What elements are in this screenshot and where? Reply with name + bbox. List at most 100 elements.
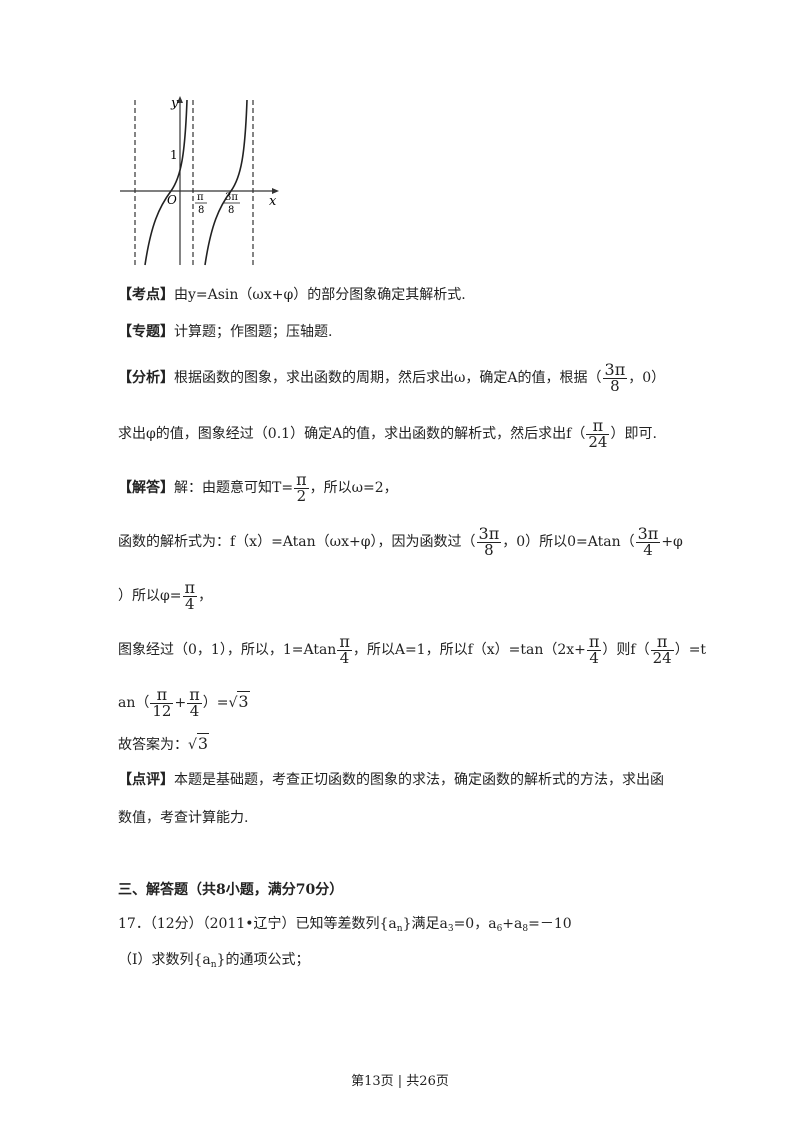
jieda-text-4d: ）=t bbox=[674, 642, 707, 658]
q17-text-d: +a bbox=[502, 916, 523, 932]
question-17: 17．（12分）（2011•辽宁）已知等差数列{an}满足a3=0，a6+a8=… bbox=[118, 914, 572, 939]
kaodian-text: 由y=Asin（ωx+φ）的部分图象确定其解析式. bbox=[174, 287, 466, 303]
y-axis-arrow bbox=[177, 96, 183, 103]
frac-num: π bbox=[296, 470, 307, 489]
frac-den: 4 bbox=[187, 703, 202, 719]
jieda-tag: 【解答】 bbox=[118, 480, 174, 496]
frac-den: 4 bbox=[635, 542, 661, 558]
subscript-n: n bbox=[396, 924, 403, 934]
one-label: 1 bbox=[170, 148, 178, 162]
frac-den: 24 bbox=[586, 433, 610, 451]
pi8-num: π bbox=[197, 192, 204, 203]
frac-den: 8 bbox=[476, 542, 502, 558]
q17-text-a: 17．（12分）（2011•辽宁）已知等差数列{a bbox=[118, 916, 397, 932]
dianping-text-2: 数值，考查计算能力. bbox=[118, 810, 249, 826]
subscript-n: n bbox=[210, 960, 217, 970]
tangent-graph: y 1 O x π 8 3π 8 bbox=[120, 96, 279, 266]
dianping-line-1: 【点评】本题是基础题，考查正切函数的图象的求法，确定函数的解析式的方法，求出函 bbox=[118, 770, 664, 790]
dianping-text-1: 本题是基础题，考查正切函数的图象的求法，确定函数的解析式的方法，求出函 bbox=[174, 772, 664, 788]
frac-num: π bbox=[656, 632, 668, 651]
frac-num: π bbox=[156, 685, 168, 704]
jieda-text-3a: ）所以φ= bbox=[118, 588, 182, 604]
answer-label: 故答案为： bbox=[118, 737, 188, 753]
frac-den: 4 bbox=[182, 596, 198, 612]
jieda-text-2a: 函数的解析式为：f（x）=Atan（ωx+φ），因为函数过（ bbox=[118, 534, 476, 550]
frac-num: 3π bbox=[637, 524, 659, 543]
fenxi-text-2b: ）即可. bbox=[610, 426, 657, 442]
x-axis-arrow bbox=[272, 188, 279, 194]
frac-num: π bbox=[592, 416, 604, 435]
frac-num: π bbox=[588, 632, 600, 651]
question-17-part-1: （Ⅰ）求数列{an}的通项公式； bbox=[118, 950, 310, 975]
jieda-text-1a: 解：由题意可知T= bbox=[174, 480, 294, 496]
threepi8-den: 8 bbox=[228, 205, 234, 216]
dianping-line-2: 数值，考查计算能力. bbox=[118, 808, 248, 828]
jieda-text-4b: ，所以A=1，所以f（x）=tan（2x+ bbox=[352, 642, 586, 658]
frac-num: π bbox=[184, 578, 196, 597]
zhuanti-text: 计算题；作图题；压轴题. bbox=[174, 324, 333, 340]
page-footer: 第13页 | 共26页 bbox=[351, 1074, 449, 1089]
fenxi-text-1a: 根据函数的图象，求出函数的周期，然后求出ω，确定A的值，根据（ bbox=[174, 370, 602, 386]
sqrt-3: √3 bbox=[188, 733, 210, 755]
fenxi-text-1b: ，0） bbox=[628, 370, 666, 386]
subscript-6: 6 bbox=[496, 924, 503, 934]
frac-den: 4 bbox=[337, 650, 352, 666]
radicand: 3 bbox=[237, 691, 250, 711]
q17-text-b: }满足a bbox=[402, 916, 448, 932]
threepi8-num: 3π bbox=[225, 192, 238, 203]
section-heading: 三、解答题（共8小题，满分70分） bbox=[118, 882, 344, 898]
kaodian-line: 【考点】由y=Asin（ωx+φ）的部分图象确定其解析式. bbox=[118, 285, 466, 305]
frac-den: 12 bbox=[150, 702, 174, 720]
fenxi-tag: 【分析】 bbox=[118, 370, 174, 386]
q17-part1-text-a: （Ⅰ）求数列{a bbox=[118, 952, 211, 968]
frac-num: 3π bbox=[478, 524, 500, 543]
zhuanti-line: 【专题】计算题；作图题；压轴题. bbox=[118, 322, 332, 342]
radical-sign: √ bbox=[188, 737, 197, 753]
frac-num: 3π bbox=[604, 360, 626, 379]
dianping-tag: 【点评】 bbox=[118, 772, 174, 788]
radical-sign: √ bbox=[228, 695, 238, 711]
jieda-text-2b: ，0）所以0=Atan（ bbox=[502, 534, 635, 550]
jieda-text-3b: ， bbox=[198, 588, 213, 604]
x-axis-label: x bbox=[269, 194, 277, 209]
origin-label: O bbox=[167, 193, 177, 207]
zhuanti-tag: 【专题】 bbox=[118, 324, 174, 340]
frac-num: π bbox=[189, 685, 200, 704]
frac-den: 24 bbox=[650, 649, 674, 667]
jieda-text-2c: +φ bbox=[661, 534, 683, 550]
jieda-text-5a: an（ bbox=[118, 695, 150, 711]
pi8-den: 8 bbox=[198, 205, 204, 216]
y-axis-label: y bbox=[170, 96, 179, 111]
frac-den: 8 bbox=[602, 378, 628, 394]
jieda-text-5b: ）= bbox=[202, 695, 229, 711]
sqrt-3: √3 bbox=[228, 691, 250, 713]
subscript-8: 8 bbox=[522, 924, 529, 934]
jieda-line-6: 故答案为：√3 bbox=[118, 733, 210, 755]
jieda-text-1b: ，所以ω=2， bbox=[309, 480, 398, 496]
tan-branch-1 bbox=[144, 99, 188, 266]
tan-branch-2 bbox=[204, 99, 248, 266]
jieda-text-4a: 图象经过（0，1），所以，1=Atan bbox=[118, 642, 337, 658]
jieda-text-4c: ）则f（ bbox=[602, 642, 650, 658]
fenxi-text-2a: 求出φ的值，图象经过（0.1）确定A的值，求出函数的解析式，然后求出f（ bbox=[118, 426, 586, 442]
frac-num: π bbox=[339, 632, 350, 651]
subscript-3: 3 bbox=[447, 924, 454, 934]
frac-den: 4 bbox=[586, 650, 602, 666]
q17-part1-text-b: }的通项公式； bbox=[216, 952, 310, 968]
